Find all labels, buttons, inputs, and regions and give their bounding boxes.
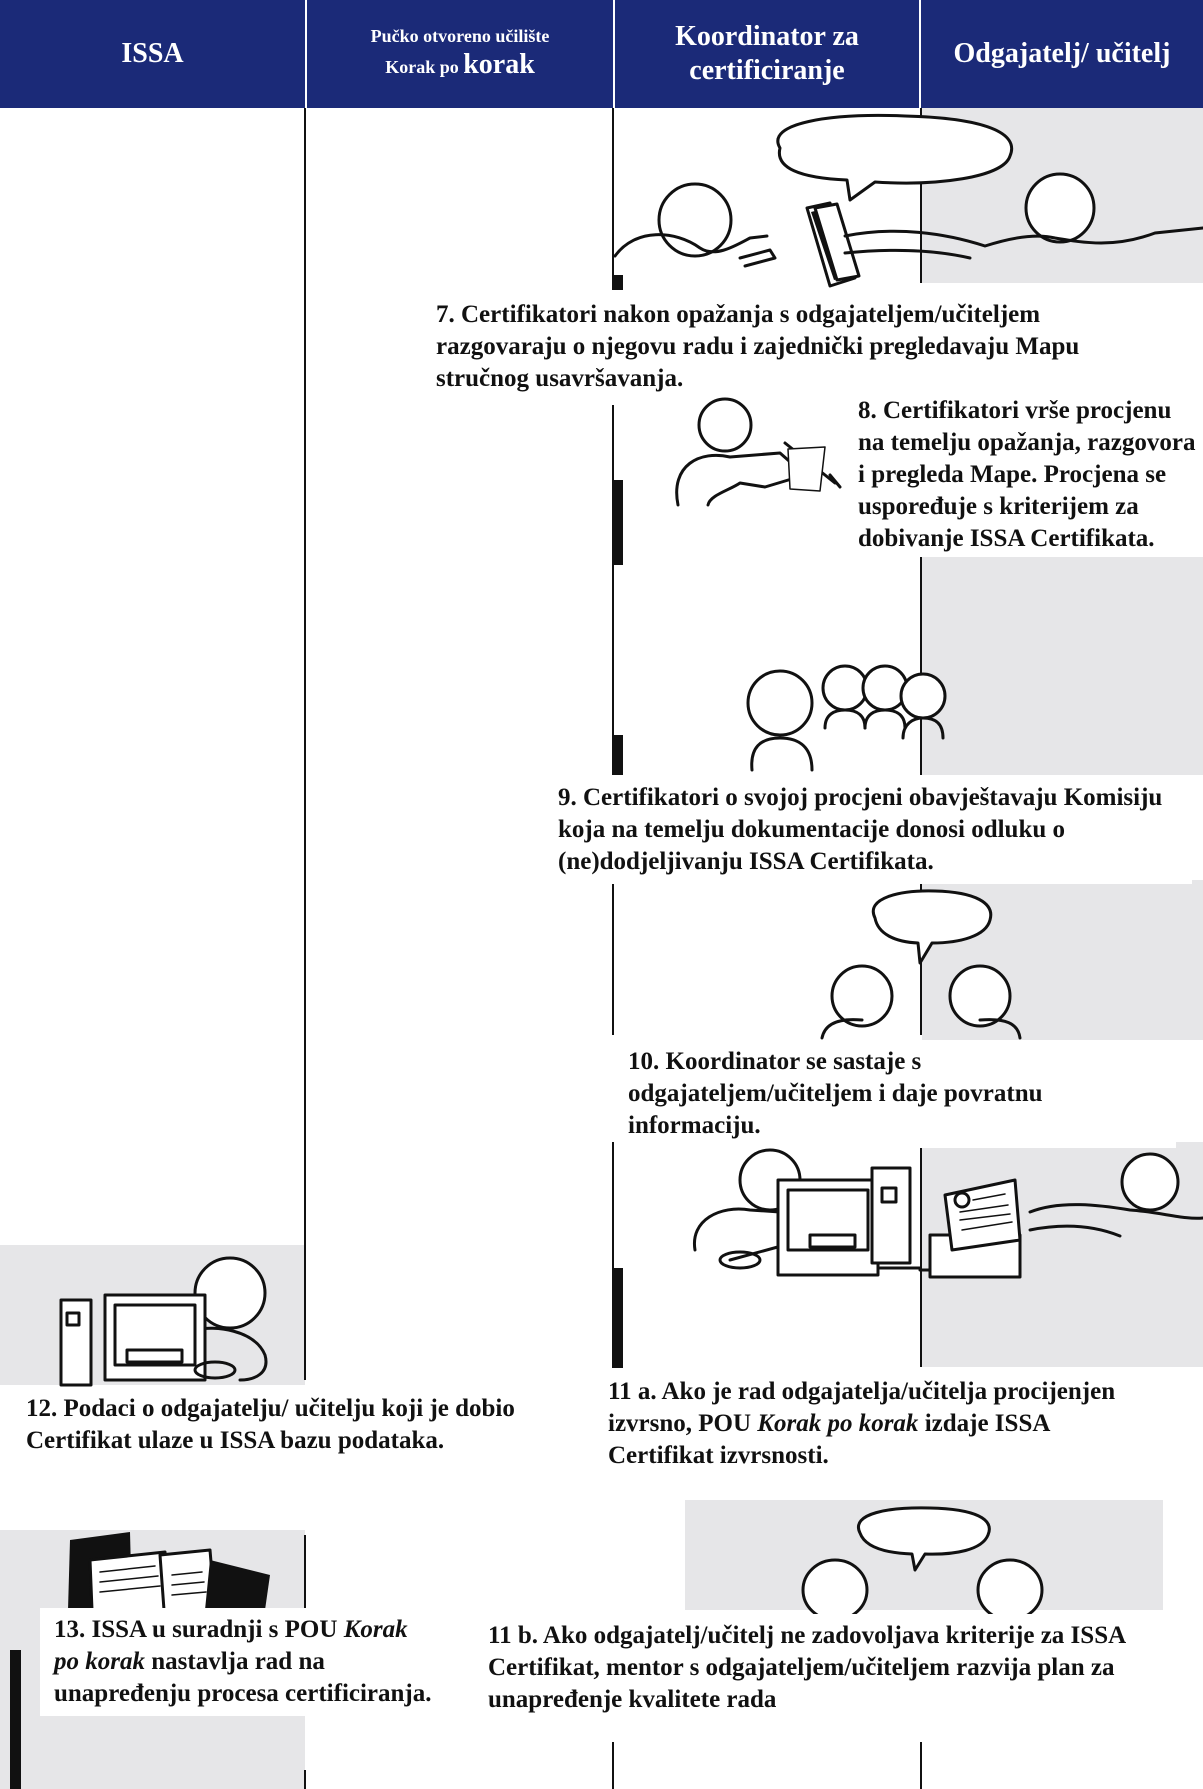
lane-line-koordinator	[612, 405, 614, 775]
timeline-mark	[612, 480, 623, 565]
timeline-mark	[612, 735, 623, 775]
step-13-suffix: nastavlja rad na unapređenju procesa cer…	[54, 1648, 432, 1707]
timeline-mark	[10, 1650, 21, 1789]
step-11a-prefix: 11 a. Ako je rad odgajatelja/učitelja pr…	[608, 1378, 1116, 1437]
books-icon	[68, 1532, 270, 1612]
paper-icon	[787, 446, 826, 492]
column-header-koordinator: Koordinator za certificiranje	[675, 20, 859, 86]
step-13-text: 13. ISSA u suradnji s POU Korak po korak…	[40, 1608, 448, 1716]
header-divider	[919, 0, 921, 108]
person-icon	[976, 1558, 1044, 1622]
person-icon	[613, 182, 777, 268]
person-icon	[821, 664, 869, 730]
lane-line-koordinator	[612, 880, 614, 1035]
computer-icon	[59, 1293, 237, 1387]
header-divider	[613, 0, 615, 108]
lane-line-koordinator	[612, 1742, 614, 1789]
step-11a-text: 11 a. Ako je rad odgajatelja/učitelja pr…	[600, 1370, 1156, 1478]
step-10-text: 10. Koordinator se sastaje s odgajatelje…	[620, 1040, 1176, 1148]
person-icon	[1028, 1152, 1203, 1238]
computer-icon	[776, 1166, 922, 1277]
step-13-emphasis: Korak po korak	[54, 1616, 408, 1675]
step-13-prefix: 13. ISSA u suradnji s POU	[54, 1616, 338, 1643]
person-writing-illustration	[675, 397, 842, 507]
lane-line-odgajatelj	[920, 108, 922, 283]
committee-illustration	[746, 664, 947, 772]
step-11a-emphasis: Korak po korak	[757, 1410, 919, 1437]
folder-icon	[805, 201, 861, 288]
step-11a-suffix: izdaje ISSA Certifikat izvrsnosti.	[608, 1410, 1050, 1469]
header-pou-line2: Korak po korak	[385, 48, 535, 82]
step-12-text: 12. Podaci o odgajatelju/ učitelju koji …	[0, 1387, 566, 1463]
person-icon	[820, 964, 894, 1040]
lane-line-koordinator	[612, 1142, 614, 1367]
person-icon	[801, 1558, 869, 1622]
person-icon	[746, 669, 814, 772]
person-icon	[899, 672, 947, 740]
step-8-text: 8. Certifikatori vrše procjenu na temelj…	[850, 393, 1203, 557]
database-entry-illustration	[59, 1256, 268, 1387]
header-pou-big: korak	[463, 48, 535, 80]
conversation-illustration	[613, 114, 1203, 288]
column-header-odgajatelj: Odgajatelj/ učitelj	[953, 37, 1171, 69]
person-icon	[675, 397, 807, 507]
lane-line-issa	[304, 1770, 306, 1789]
step-11b-text: 11 b. Ako odgajatelj/učitelj ne zadovolj…	[480, 1614, 1196, 1722]
speech-bubble-icon	[871, 889, 993, 965]
publications-illustration	[68, 1532, 270, 1612]
lane-line-issa	[304, 1535, 306, 1630]
person-icon	[193, 1256, 268, 1382]
column-header-pou: Pučko otvoreno učilište Korak po korak	[307, 0, 613, 108]
speech-bubble-icon	[776, 114, 1014, 202]
speech-bubble-icon	[856, 1506, 991, 1572]
column-header-issa: ISSA	[121, 37, 184, 69]
mentoring-illustration	[801, 1506, 1044, 1622]
header-divider	[305, 0, 307, 108]
step-9-text: 9. Certifikatori o svojoj procjeni obavj…	[550, 776, 1192, 884]
lane-line-issa	[304, 108, 306, 1380]
lane-line-odgajatelj	[920, 1142, 922, 1367]
step-7-text: 7. Certifikatori nakon opažanja s odgaja…	[436, 297, 1176, 397]
certificate-printing-illustration	[693, 1148, 1203, 1279]
header-pou-line1: Pučko otvoreno učilište	[370, 25, 550, 46]
lane-line-odgajatelj	[920, 405, 922, 775]
feedback-meeting-illustration	[820, 889, 1022, 1040]
person-icon	[948, 964, 1022, 1040]
header-pou-prefix: Korak po	[385, 56, 459, 77]
lane-line-koordinator	[612, 108, 614, 288]
lane-line-odgajatelj	[920, 1742, 922, 1789]
person-icon	[861, 664, 909, 730]
certificate-icon	[943, 1178, 1022, 1252]
person-icon	[843, 172, 1203, 260]
timeline-mark	[612, 275, 623, 290]
header-bar: ISSA Pučko otvoreno učilište Korak po ko…	[0, 0, 1203, 108]
timeline-mark	[612, 1268, 623, 1368]
